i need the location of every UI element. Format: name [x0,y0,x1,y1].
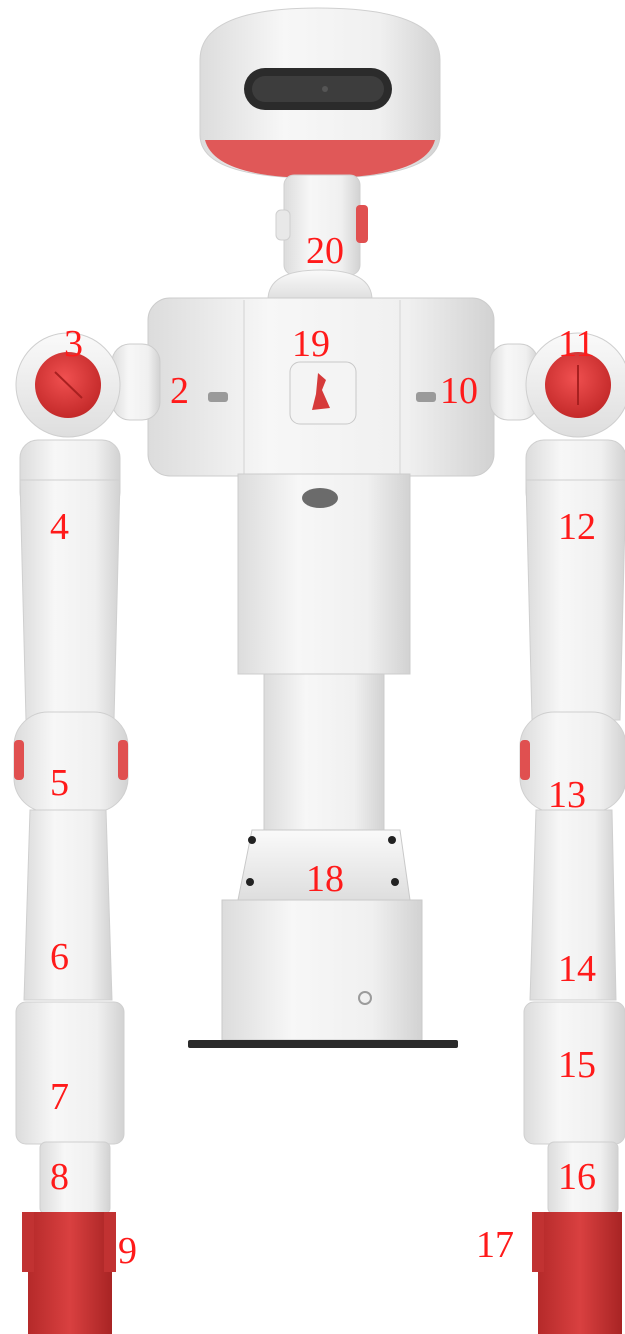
joint-label-5: 5 [50,764,69,802]
joint-label-15: 15 [558,1046,596,1084]
left-arm [14,333,160,1334]
joint-label-14: 14 [558,950,596,988]
joint-label-7: 7 [50,1078,69,1116]
joint-label-20: 20 [306,232,344,270]
joint-label-10: 10 [440,372,478,410]
joint-label-12: 12 [558,508,596,546]
head [200,8,440,178]
joint-label-11: 11 [558,325,595,363]
joint-label-4: 4 [50,508,69,546]
joint-label-8: 8 [50,1158,69,1196]
joint-label-18: 18 [306,860,344,898]
joint-label-19: 19 [292,325,330,363]
joint-label-13: 13 [548,776,586,814]
joint-label-3: 3 [64,325,83,363]
waist [188,474,458,1048]
joint-label-6: 6 [50,938,69,976]
joint-label-16: 16 [558,1158,596,1196]
joint-label-2: 2 [170,372,189,410]
joint-label-17: 17 [476,1226,514,1264]
joint-label-9: 9 [118,1232,137,1270]
